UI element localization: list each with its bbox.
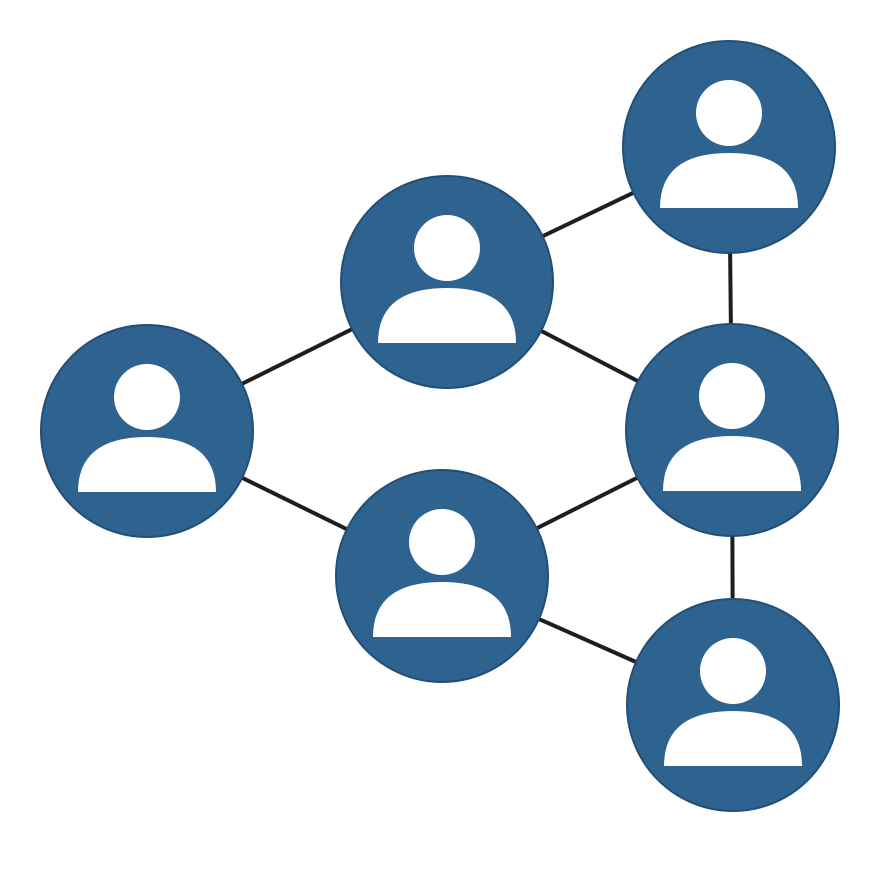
node-n3 [335,469,549,683]
node-circle [340,175,554,389]
user-body [664,711,802,766]
node-n4 [622,40,836,254]
user-icon [78,364,216,492]
user-head [696,80,762,146]
user-icon [660,80,798,208]
user-head [409,509,475,575]
node-n5 [625,323,839,537]
node-circle [622,40,836,254]
user-head [114,364,180,430]
user-head [699,363,765,429]
user-icon [664,638,802,766]
user-head [414,215,480,281]
user-head [700,638,766,704]
node-circle [40,324,254,538]
user-body [378,288,516,343]
nodes-layer [40,40,840,812]
user-icon [378,215,516,343]
user-body [78,437,216,492]
node-circle [625,323,839,537]
user-icon [373,509,511,637]
node-circle [335,469,549,683]
node-circle [626,598,840,812]
node-n2 [340,175,554,389]
user-body [663,436,801,491]
node-n6 [626,598,840,812]
user-body [373,582,511,637]
node-n1 [40,324,254,538]
user-icon [663,363,801,491]
user-body [660,153,798,208]
